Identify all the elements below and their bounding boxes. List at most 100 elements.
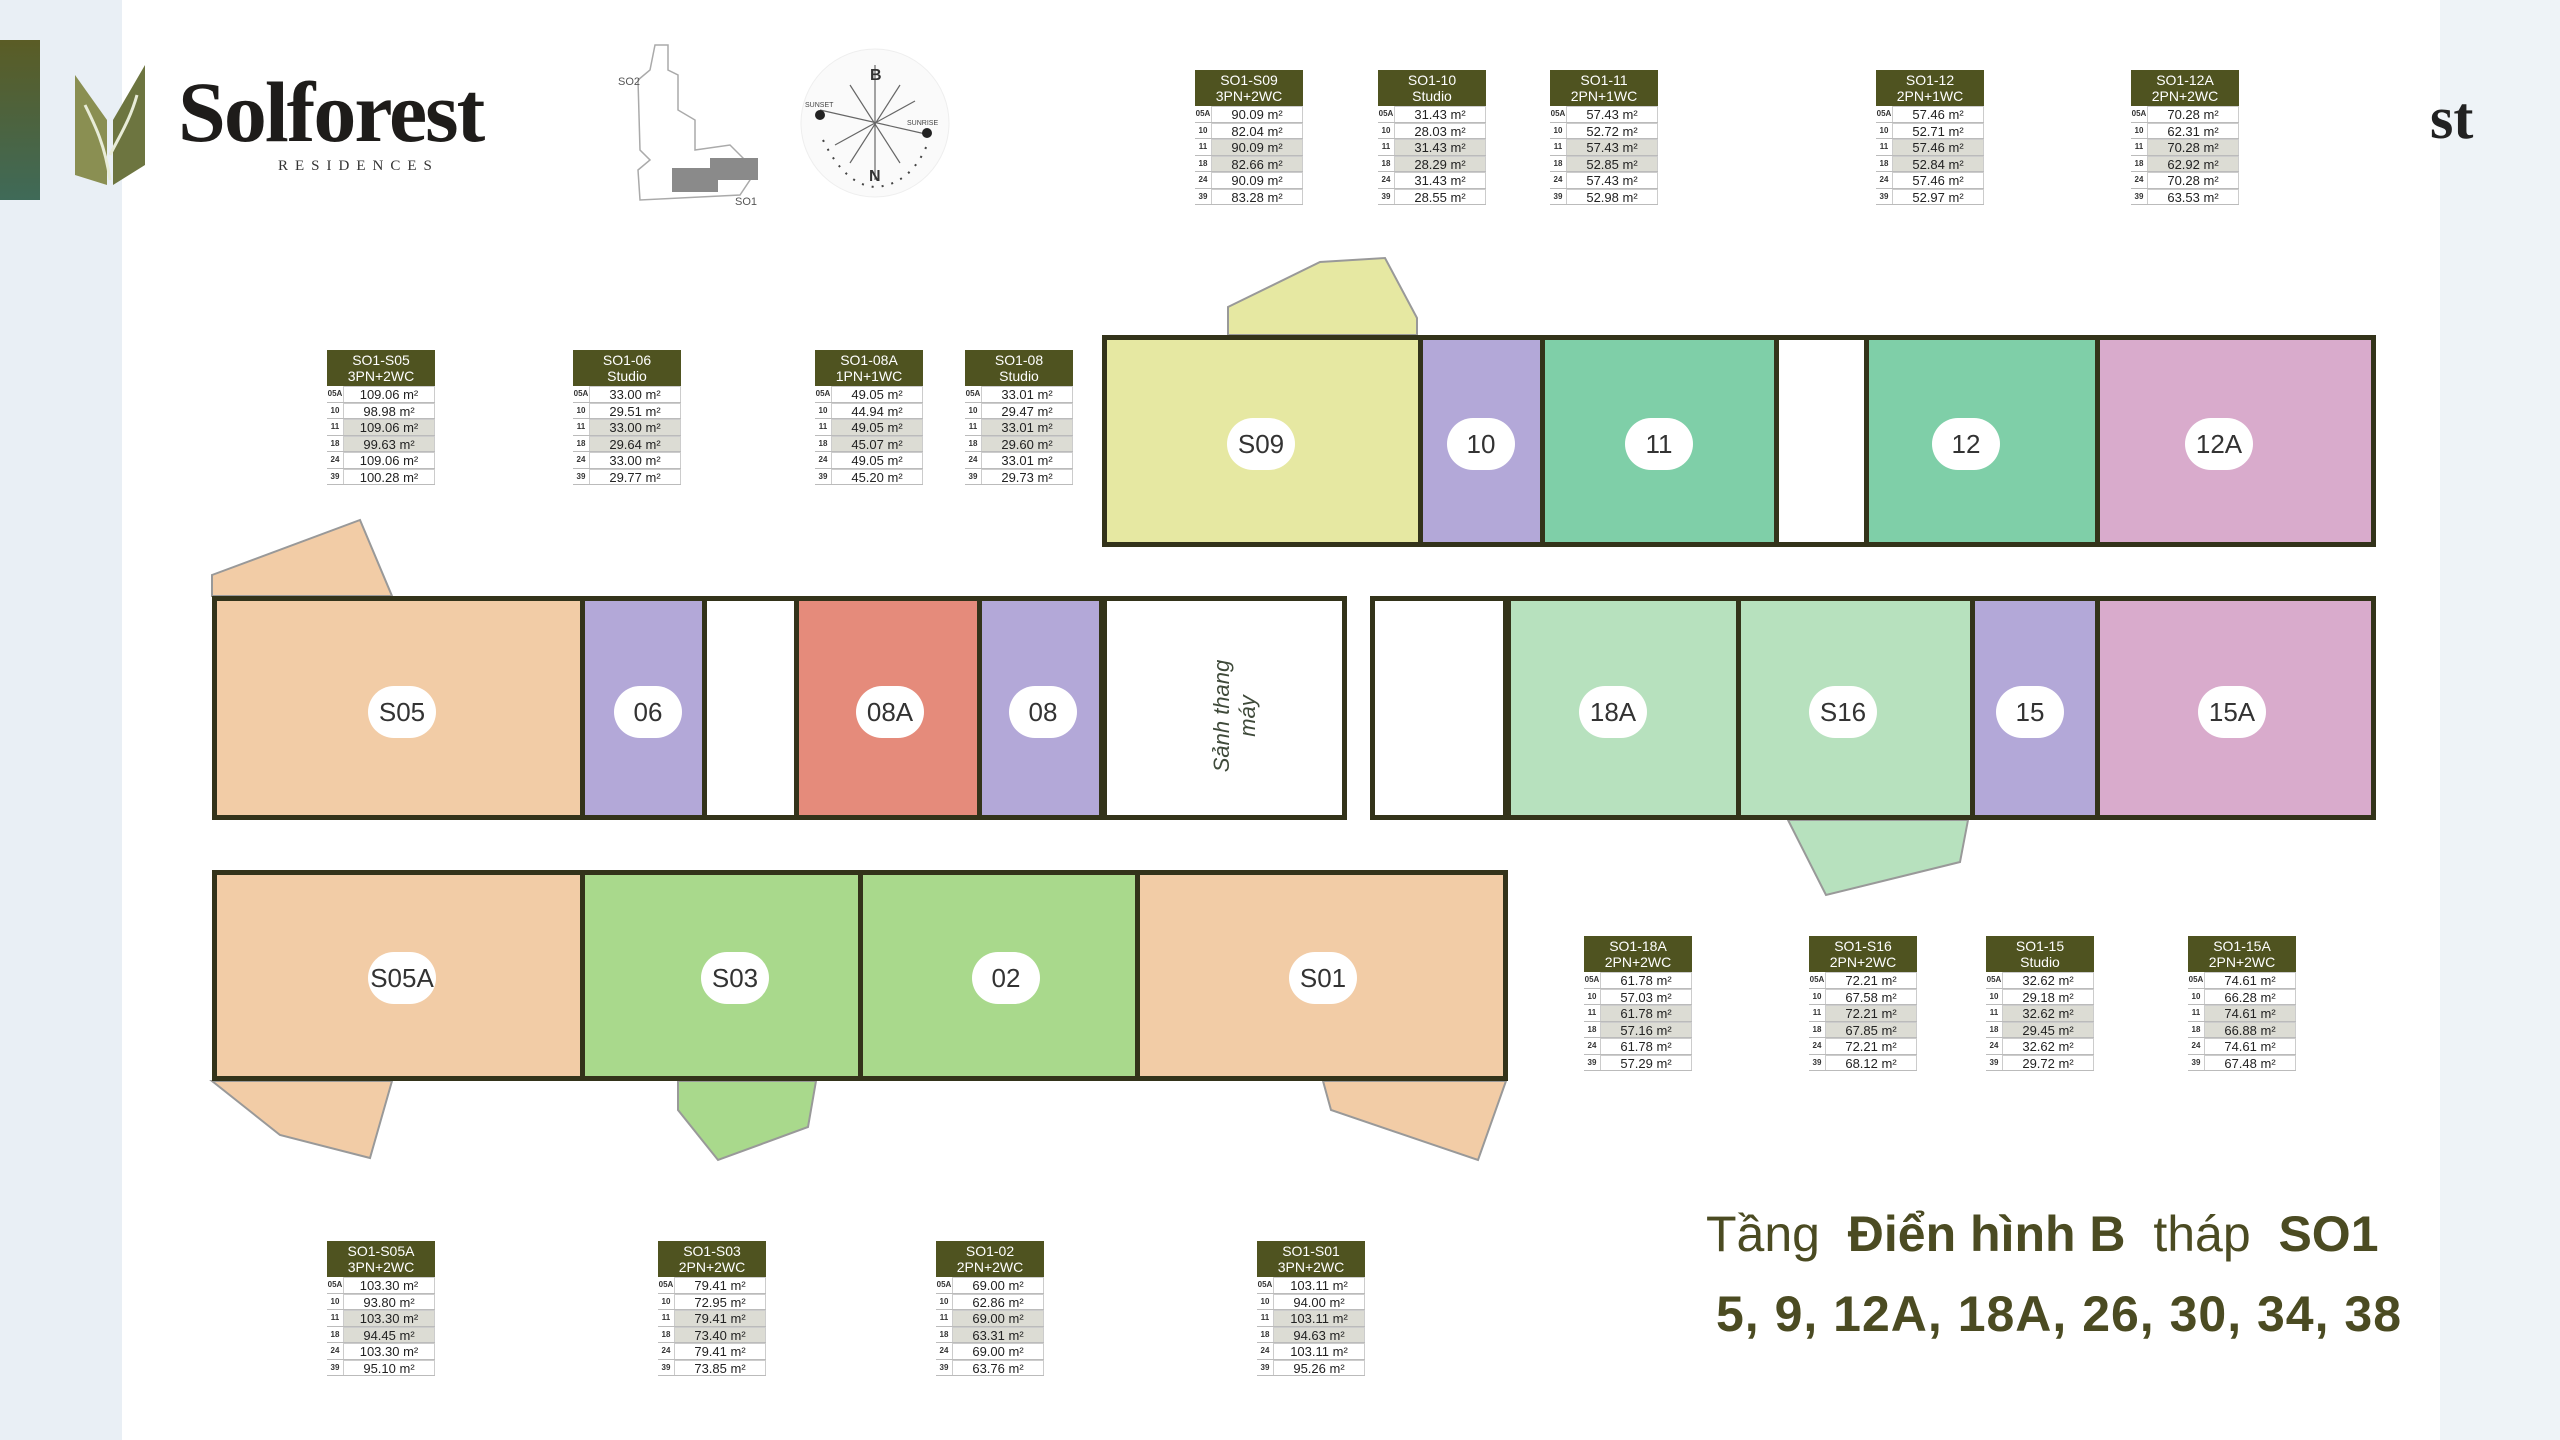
floor-label: 11 — [330, 1313, 340, 1322]
area-value: 31.43 m² — [1394, 172, 1486, 188]
area-value: 70.28 m² — [2147, 106, 2239, 122]
unit-label: 08A — [856, 686, 924, 738]
area-value: 62.86 m² — [952, 1293, 1044, 1310]
unit-type: 3PN+2WC — [1277, 1259, 1345, 1275]
area-value: 90.09 m² — [1211, 172, 1303, 188]
floor-label: 10 — [1587, 991, 1597, 1001]
floor-label: 39 — [576, 471, 586, 481]
unit-type: Studio — [607, 368, 647, 384]
floor-label: 18 — [1989, 1024, 1999, 1034]
unit-code: SO1-08A — [840, 352, 898, 368]
unit-label: 18A — [1579, 686, 1647, 738]
floor-label: 10 — [1553, 125, 1563, 135]
floor-label: 11 — [818, 422, 828, 431]
area-value: 69.00 m² — [952, 1343, 1044, 1359]
floor-label: 05A — [1378, 109, 1394, 118]
floor-label: 18 — [1260, 1329, 1270, 1339]
unit-code: SO1-15A — [2213, 938, 2271, 954]
floor-label: 18 — [330, 1329, 340, 1339]
floor-label: 05A — [1809, 975, 1825, 984]
floor-label: 39 — [1381, 191, 1391, 201]
floor-label: 39 — [330, 471, 340, 481]
compass-icon: B N SUNSET SUNRISE — [800, 48, 950, 198]
floor-label: 18 — [2134, 158, 2144, 168]
balcony-s01 — [1321, 1080, 1508, 1162]
floor-label: 11 — [661, 1313, 671, 1322]
area-value: 67.58 m² — [1825, 988, 1917, 1005]
unit-s05a[interactable] — [212, 870, 585, 1081]
elevator-lobby-label: Sảnh thang máy — [1209, 659, 1260, 773]
unit-label: 11 — [1625, 418, 1693, 470]
area-value: 69.00 m² — [952, 1310, 1044, 1326]
area-value: 103.11 m² — [1273, 1277, 1365, 1293]
area-value: 49.05 m² — [831, 419, 923, 435]
unit-code: SO1-S09 — [1220, 72, 1278, 88]
unit-s09[interactable] — [1102, 335, 1423, 547]
area-value: 67.85 m² — [1825, 1021, 1917, 1038]
floor-label: 24 — [818, 455, 828, 464]
area-value: 33.00 m² — [589, 419, 681, 435]
area-value: 57.43 m² — [1566, 172, 1658, 188]
area-value: 44.94 m² — [831, 402, 923, 419]
floor-label: 05A — [1550, 109, 1566, 118]
area-value: 57.43 m² — [1566, 106, 1658, 122]
unit-label: S03 — [701, 952, 769, 1004]
area-value: 63.76 m² — [952, 1359, 1044, 1376]
unit-label: S01 — [1289, 952, 1357, 1004]
floor-list: 5, 9, 12A, 18A, 26, 30, 34, 38 — [1716, 1286, 2403, 1342]
floor-label: 10 — [661, 1296, 671, 1306]
area-value: 52.71 m² — [1892, 122, 1984, 139]
unit-type: 1PN+1WC — [835, 368, 903, 384]
area-value: 74.61 m² — [2204, 1005, 2296, 1021]
area-value: 57.46 m² — [1892, 139, 1984, 155]
floor-label: 24 — [1989, 1041, 1999, 1050]
floor-label: 05A — [1195, 109, 1211, 118]
unit-code: SO1-S16 — [1834, 938, 1892, 954]
floor-label: 05A — [327, 389, 343, 398]
unit-type: 2PN+2WC — [2208, 954, 2276, 970]
area-value: 95.10 m² — [343, 1359, 435, 1376]
brand-subtitle: RESIDENCES — [278, 158, 439, 174]
floor-label: 18 — [661, 1329, 671, 1339]
area-value: 74.61 m² — [2204, 972, 2296, 988]
area-value: 82.04 m² — [1211, 122, 1303, 139]
floor-label: 11 — [1879, 142, 1889, 151]
floor-label: 18 — [968, 438, 978, 448]
area-value: 45.20 m² — [831, 468, 923, 485]
area-value: 29.51 m² — [589, 402, 681, 419]
floor-label: 10 — [2191, 991, 2201, 1001]
area-value: 62.92 m² — [2147, 155, 2239, 172]
